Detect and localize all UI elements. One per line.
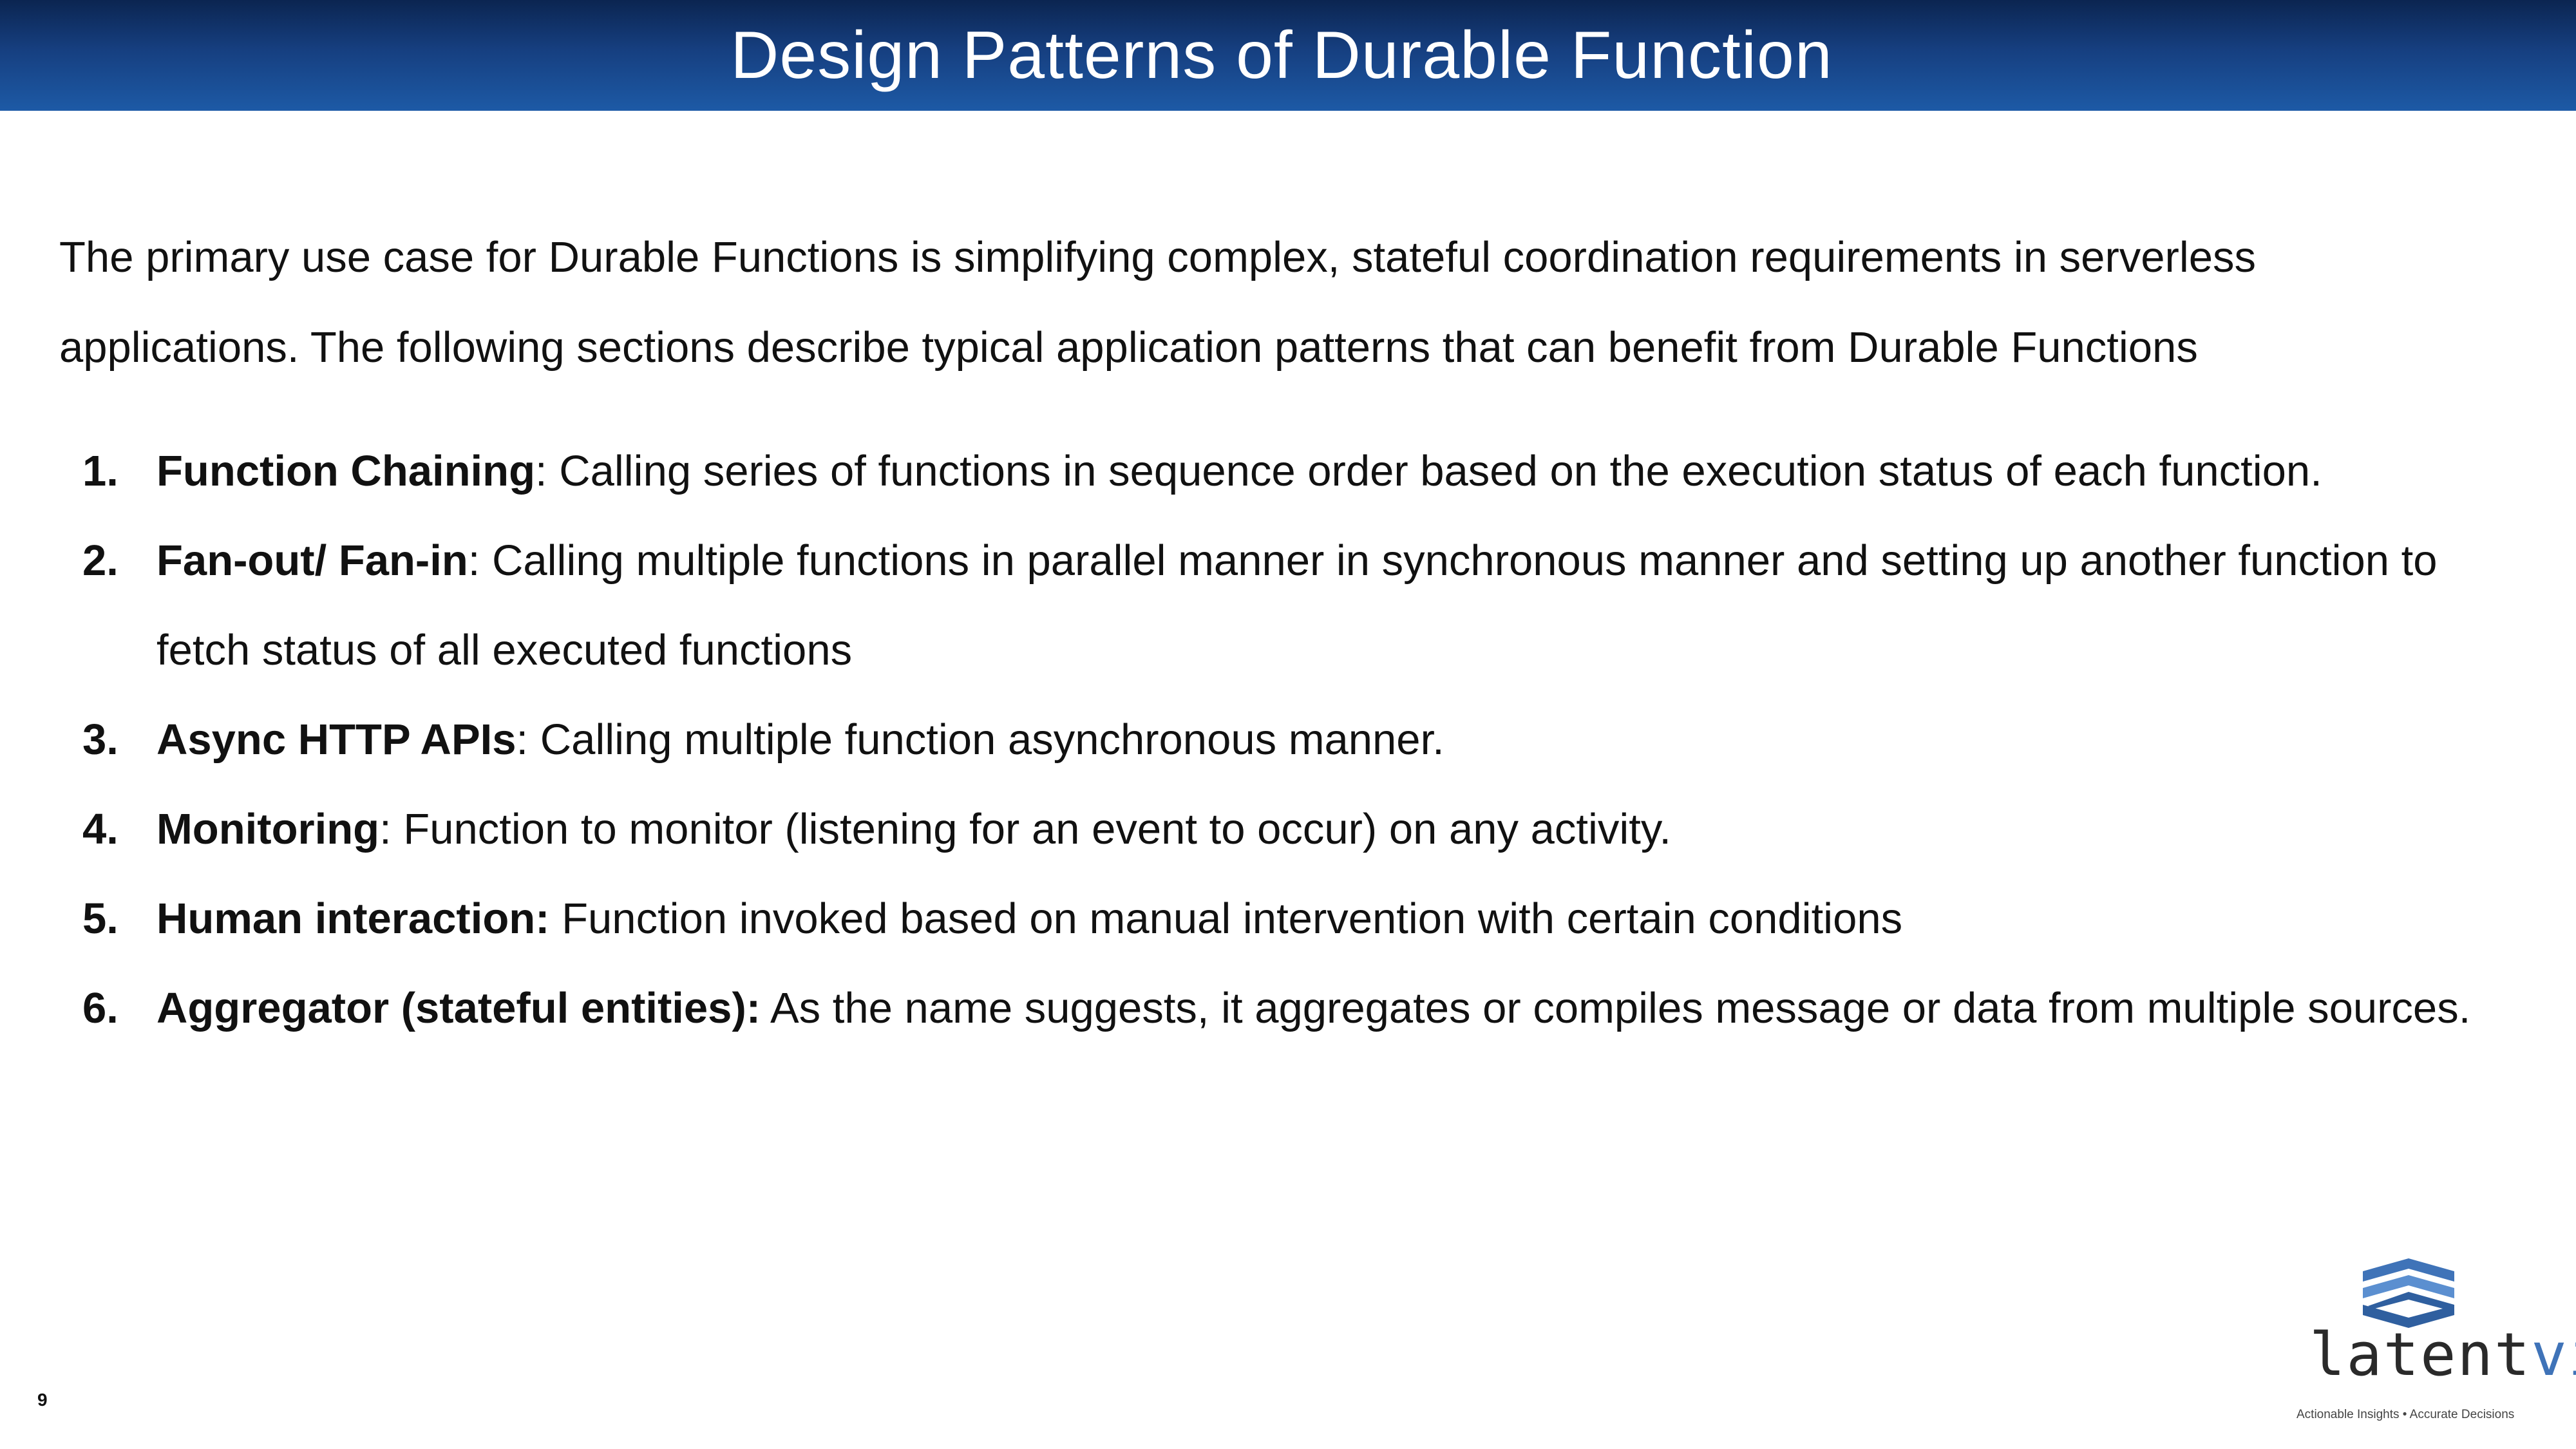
list-item: 3. Async HTTP APIs: Calling multiple fun… <box>0 695 2512 784</box>
intro-paragraph: The primary use case for Durable Functio… <box>59 233 2256 372</box>
pattern-name: Monitoring <box>156 805 380 853</box>
latentview-logo: latentview Actionable Insights • Accurat… <box>2293 1256 2576 1430</box>
stacked-layers-icon <box>2363 1258 2454 1328</box>
list-item: 4. Monitoring: Function to monitor (list… <box>0 784 2512 874</box>
pattern-description: : Calling series of functions in sequenc… <box>535 447 2322 495</box>
list-number: 5. <box>82 895 118 943</box>
pattern-name: Aggregator (stateful entities): <box>156 984 761 1032</box>
page-number: 9 <box>37 1390 48 1410</box>
pattern-description: Function invoked based on manual interve… <box>549 895 1903 943</box>
list-number: 1. <box>82 447 118 495</box>
title-bar: Design Patterns of Durable Function <box>0 0 2576 111</box>
pattern-description: As the name suggests, it aggregates or c… <box>761 984 2471 1032</box>
pattern-description: : Function to monitor (listening for an … <box>379 805 1672 853</box>
logo-wordmark: latentview <box>2309 1320 2576 1389</box>
pattern-description: : Calling multiple function asynchronous… <box>516 715 1444 764</box>
list-number: 4. <box>82 805 118 853</box>
pattern-name: Function Chaining <box>156 447 536 495</box>
pattern-name: Human interaction: <box>156 895 550 943</box>
list-item: 6. Aggregator (stateful entities): As th… <box>0 963 2512 1053</box>
list-number: 2. <box>82 536 118 585</box>
pattern-name: Fan-out/ Fan-in <box>156 536 468 585</box>
pattern-description: : Calling multiple functions in parallel… <box>156 536 2438 674</box>
list-item: 5. Human interaction: Function invoked b… <box>0 874 2512 963</box>
list-number: 3. <box>82 715 118 764</box>
list-item: 2. Fan-out/ Fan-in: Calling multiple fun… <box>0 516 2512 695</box>
pattern-list: 1. Function Chaining: Calling series of … <box>0 426 2512 1053</box>
pattern-name: Async HTTP APIs <box>156 715 516 764</box>
list-item: 1. Function Chaining: Calling series of … <box>0 426 2512 516</box>
list-number: 6. <box>82 984 118 1032</box>
logo-tagline: Actionable Insights • Accurate Decisions <box>2297 1408 2515 1421</box>
slide-title: Design Patterns of Durable Function <box>730 17 1833 93</box>
